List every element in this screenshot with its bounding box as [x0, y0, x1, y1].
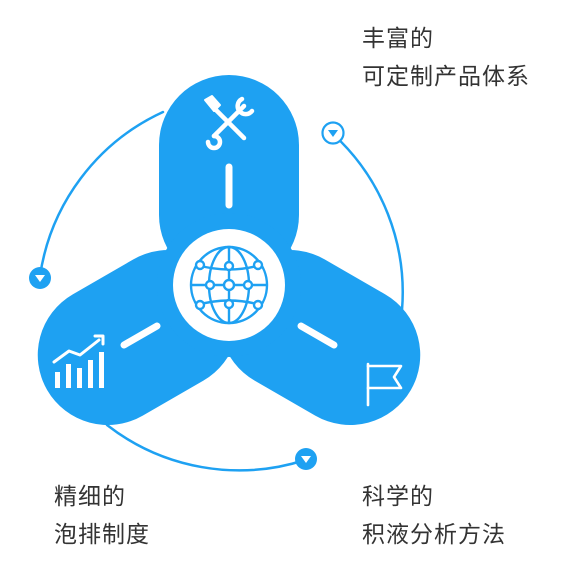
arrow-down-circle-icon: [295, 448, 317, 470]
connector-bottom-left: [120, 322, 161, 349]
label-product-system-line2: 可定制产品体系: [362, 64, 530, 90]
label-product-system: 丰富的 可定制产品体系: [362, 20, 530, 96]
cycle-arc-right: [331, 132, 404, 312]
connector-bottom-right: [297, 322, 338, 349]
globe-network-icon: [189, 245, 269, 325]
wrench-screwdriver-icon: [204, 95, 255, 151]
label-foam-regime-line2: 泡排制度: [54, 522, 150, 548]
label-foam-regime: 精细的 泡排制度: [54, 478, 150, 554]
cycle-arc-bottom: [105, 423, 307, 472]
label-foam-regime-line1: 精细的: [54, 484, 126, 510]
flag-icon: [366, 362, 403, 407]
label-analysis-method-line1: 科学的: [362, 484, 434, 510]
arrow-down-circle-icon: [321, 121, 345, 145]
arrow-down-circle-icon: [29, 267, 51, 289]
bar-chart-trend-icon: [52, 334, 105, 388]
cycle-arcs: [38, 110, 404, 472]
label-analysis-method: 科学的 积液分析方法: [362, 478, 506, 554]
label-product-system-line1: 丰富的: [362, 26, 434, 52]
connector-bars: [120, 163, 338, 349]
label-analysis-method-line2: 积液分析方法: [362, 522, 506, 548]
cycle-arc-left: [38, 110, 165, 278]
